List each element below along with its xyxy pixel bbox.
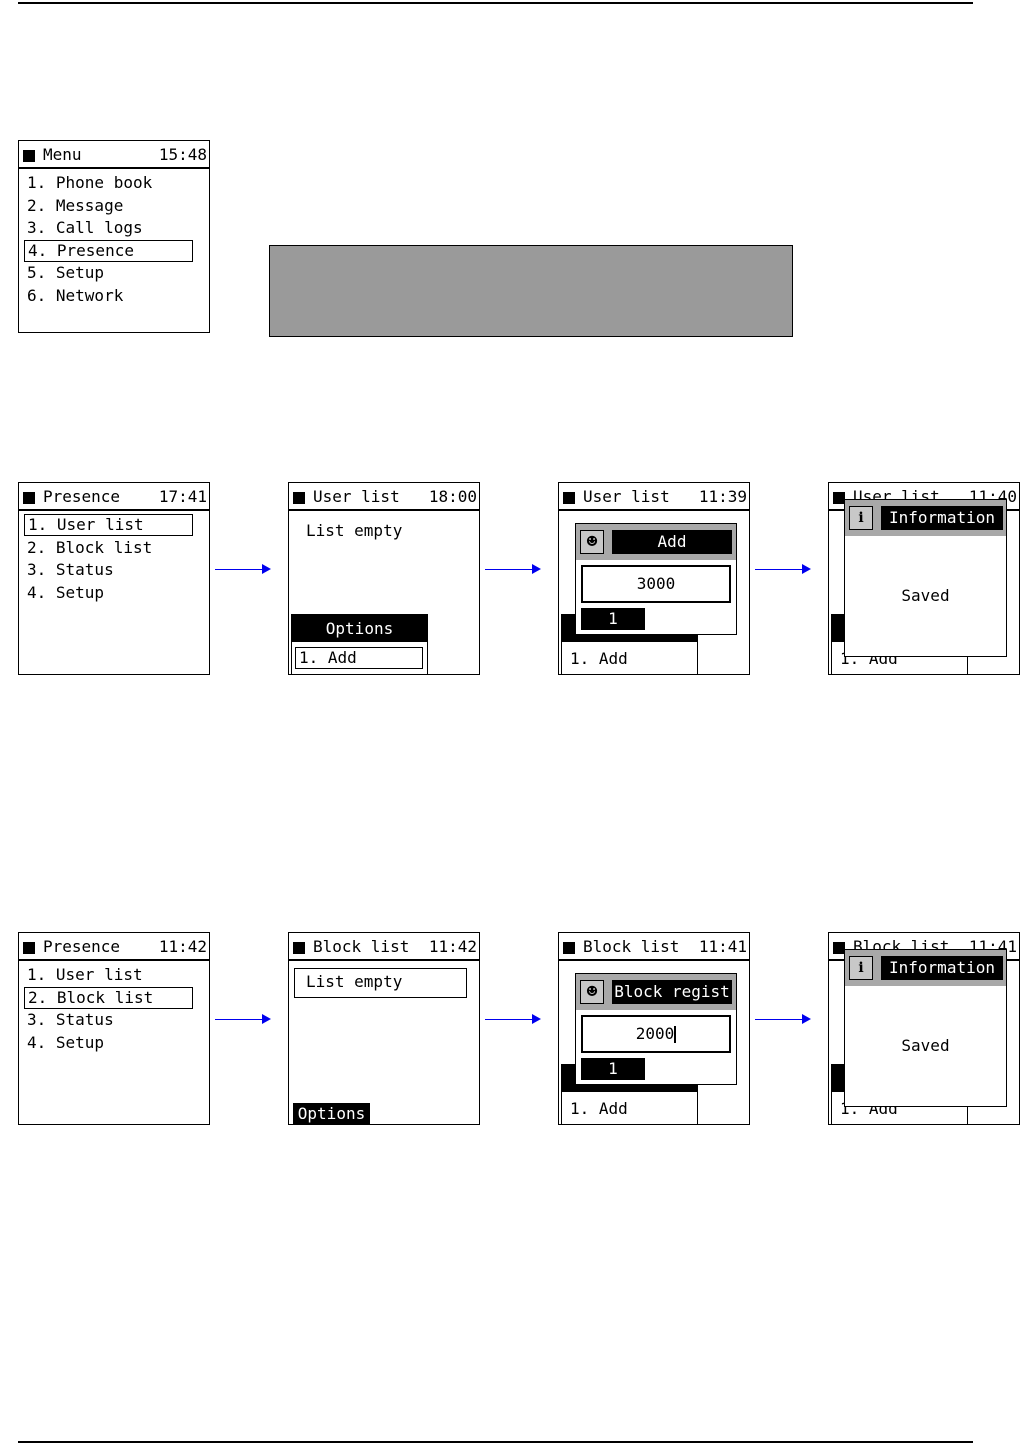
options-item-add[interactable]: 1. Add: [570, 649, 628, 668]
title-bar: User list 18:00: [289, 483, 479, 511]
entry-index: 1: [581, 1058, 645, 1080]
input-value: 2000: [635, 1024, 675, 1043]
top-rule: [18, 2, 973, 4]
popup-title: Add: [612, 530, 732, 554]
menu-screen: Menu 15:48 1. Phone book 2. Message 3. C…: [18, 140, 210, 333]
presence-screen: Presence 17:41 1. User list 2. Block lis…: [18, 482, 210, 675]
popup-title: Block regist: [612, 980, 732, 1004]
info-icon: i: [849, 506, 873, 530]
clock: 11:42: [158, 937, 207, 956]
options-softkey[interactable]: Options: [293, 1103, 370, 1124]
title-bar: User list 11:39: [559, 483, 749, 511]
block-list-screen: Block list 11:42 List empty Options: [288, 932, 480, 1125]
options-item-add[interactable]: 1. Add: [295, 647, 423, 669]
title-bar: Presence 17:41: [19, 483, 209, 511]
screen-title: User list: [313, 487, 400, 506]
title-bar: Menu 15:48: [19, 141, 209, 169]
menu-item-setup[interactable]: 4. Setup: [27, 583, 105, 602]
saved-message: Saved: [901, 586, 950, 605]
popup-title-bar: i Information: [845, 950, 1006, 986]
popup-title-bar: ☻ Add: [576, 524, 736, 560]
options-item-add[interactable]: 1. Add: [570, 1099, 628, 1118]
clock: 15:48: [158, 145, 207, 164]
options-menu: Options 1. Add: [291, 614, 428, 674]
popup-title-bar: ☻ Block regist: [576, 974, 736, 1010]
block-list-saved-screen: Block list 11:41 1. Add i Information Sa…: [828, 932, 1020, 1125]
information-popup: i Information Saved: [844, 949, 1007, 1107]
menu-item-phone-book[interactable]: 1. Phone book: [27, 173, 153, 192]
screen-title: Presence: [43, 937, 121, 956]
popup-title-bar: i Information: [845, 500, 1006, 536]
title-marker-icon: [23, 150, 35, 162]
add-popup: ☻ Add 3000 1: [575, 523, 737, 635]
block-list-regist-screen: Block list 11:41 1. Add ☻ Block regist 2…: [558, 932, 750, 1125]
menu-item-block-list[interactable]: 2. Block list: [27, 538, 153, 557]
contact-icon: ☻: [580, 530, 604, 554]
empty-list-text: List empty: [306, 972, 403, 991]
menu-item-setup[interactable]: 5. Setup: [27, 263, 105, 282]
title-bar: Presence 11:42: [19, 933, 209, 961]
title-bar: Block list 11:42: [289, 933, 479, 961]
gray-placeholder-box: [269, 245, 793, 337]
menu-item-setup[interactable]: 4. Setup: [27, 1033, 105, 1052]
screen-title: Block list: [313, 937, 410, 956]
screen-title: Presence: [43, 487, 121, 506]
flow-arrow: [755, 564, 811, 574]
saved-message: Saved: [901, 1036, 950, 1055]
title-marker-icon: [563, 942, 575, 954]
title-marker-icon: [23, 942, 35, 954]
menu-item-user-list[interactable]: 1. User list: [24, 514, 193, 536]
screen-title: User list: [583, 487, 670, 506]
popup-title: Information: [881, 506, 1003, 530]
title-marker-icon: [23, 492, 35, 504]
menu-item-status[interactable]: 3. Status: [27, 560, 114, 579]
title-marker-icon: [833, 492, 845, 504]
flow-arrow: [485, 1014, 541, 1024]
menu-item-network[interactable]: 6. Network: [27, 286, 124, 305]
flow-arrow: [755, 1014, 811, 1024]
block-regist-popup: ☻ Block regist 2000 1: [575, 973, 737, 1085]
entry-index: 1: [581, 608, 645, 630]
title-marker-icon: [833, 942, 845, 954]
flow-arrow: [485, 564, 541, 574]
flow-arrow: [215, 1014, 271, 1024]
title-marker-icon: [293, 942, 305, 954]
options-header: Options: [292, 615, 427, 642]
user-list-screen: User list 18:00 List empty Options 1. Ad…: [288, 482, 480, 675]
text-cursor: [674, 1026, 677, 1043]
info-icon: i: [849, 956, 873, 980]
menu-item-call-logs[interactable]: 3. Call logs: [27, 218, 143, 237]
empty-list-item[interactable]: List empty: [294, 968, 467, 998]
clock: 11:42: [428, 937, 477, 956]
flow-arrow: [215, 564, 271, 574]
contact-icon: ☻: [580, 980, 604, 1004]
menu-item-user-list[interactable]: 1. User list: [27, 965, 143, 984]
user-list-saved-screen: User list 11:40 1. Add i Information Sav…: [828, 482, 1020, 675]
clock: 11:39: [698, 487, 747, 506]
clock: 18:00: [428, 487, 477, 506]
menu-item-block-list[interactable]: 2. Block list: [24, 987, 193, 1009]
empty-list-text: List empty: [306, 521, 403, 540]
menu-item-message[interactable]: 2. Message: [27, 196, 124, 215]
bottom-rule: [18, 1441, 973, 1443]
popup-title: Information: [881, 956, 1003, 980]
presence-screen: Presence 11:42 1. User list 2. Block lis…: [18, 932, 210, 1125]
title-marker-icon: [293, 492, 305, 504]
title-bar: Block list 11:41: [559, 933, 749, 961]
clock: 11:41: [698, 937, 747, 956]
clock: 17:41: [158, 487, 207, 506]
number-input[interactable]: 2000: [581, 1015, 731, 1053]
information-popup: i Information Saved: [844, 499, 1007, 657]
user-list-add-screen: User list 11:39 1. Add ☻ Add 3000 1: [558, 482, 750, 675]
screen-title: Block list: [583, 937, 680, 956]
menu-item-presence[interactable]: 4. Presence: [24, 240, 193, 262]
menu-item-status[interactable]: 3. Status: [27, 1010, 114, 1029]
number-input[interactable]: 3000: [581, 565, 731, 603]
screen-title: Menu: [43, 145, 82, 164]
title-marker-icon: [563, 492, 575, 504]
